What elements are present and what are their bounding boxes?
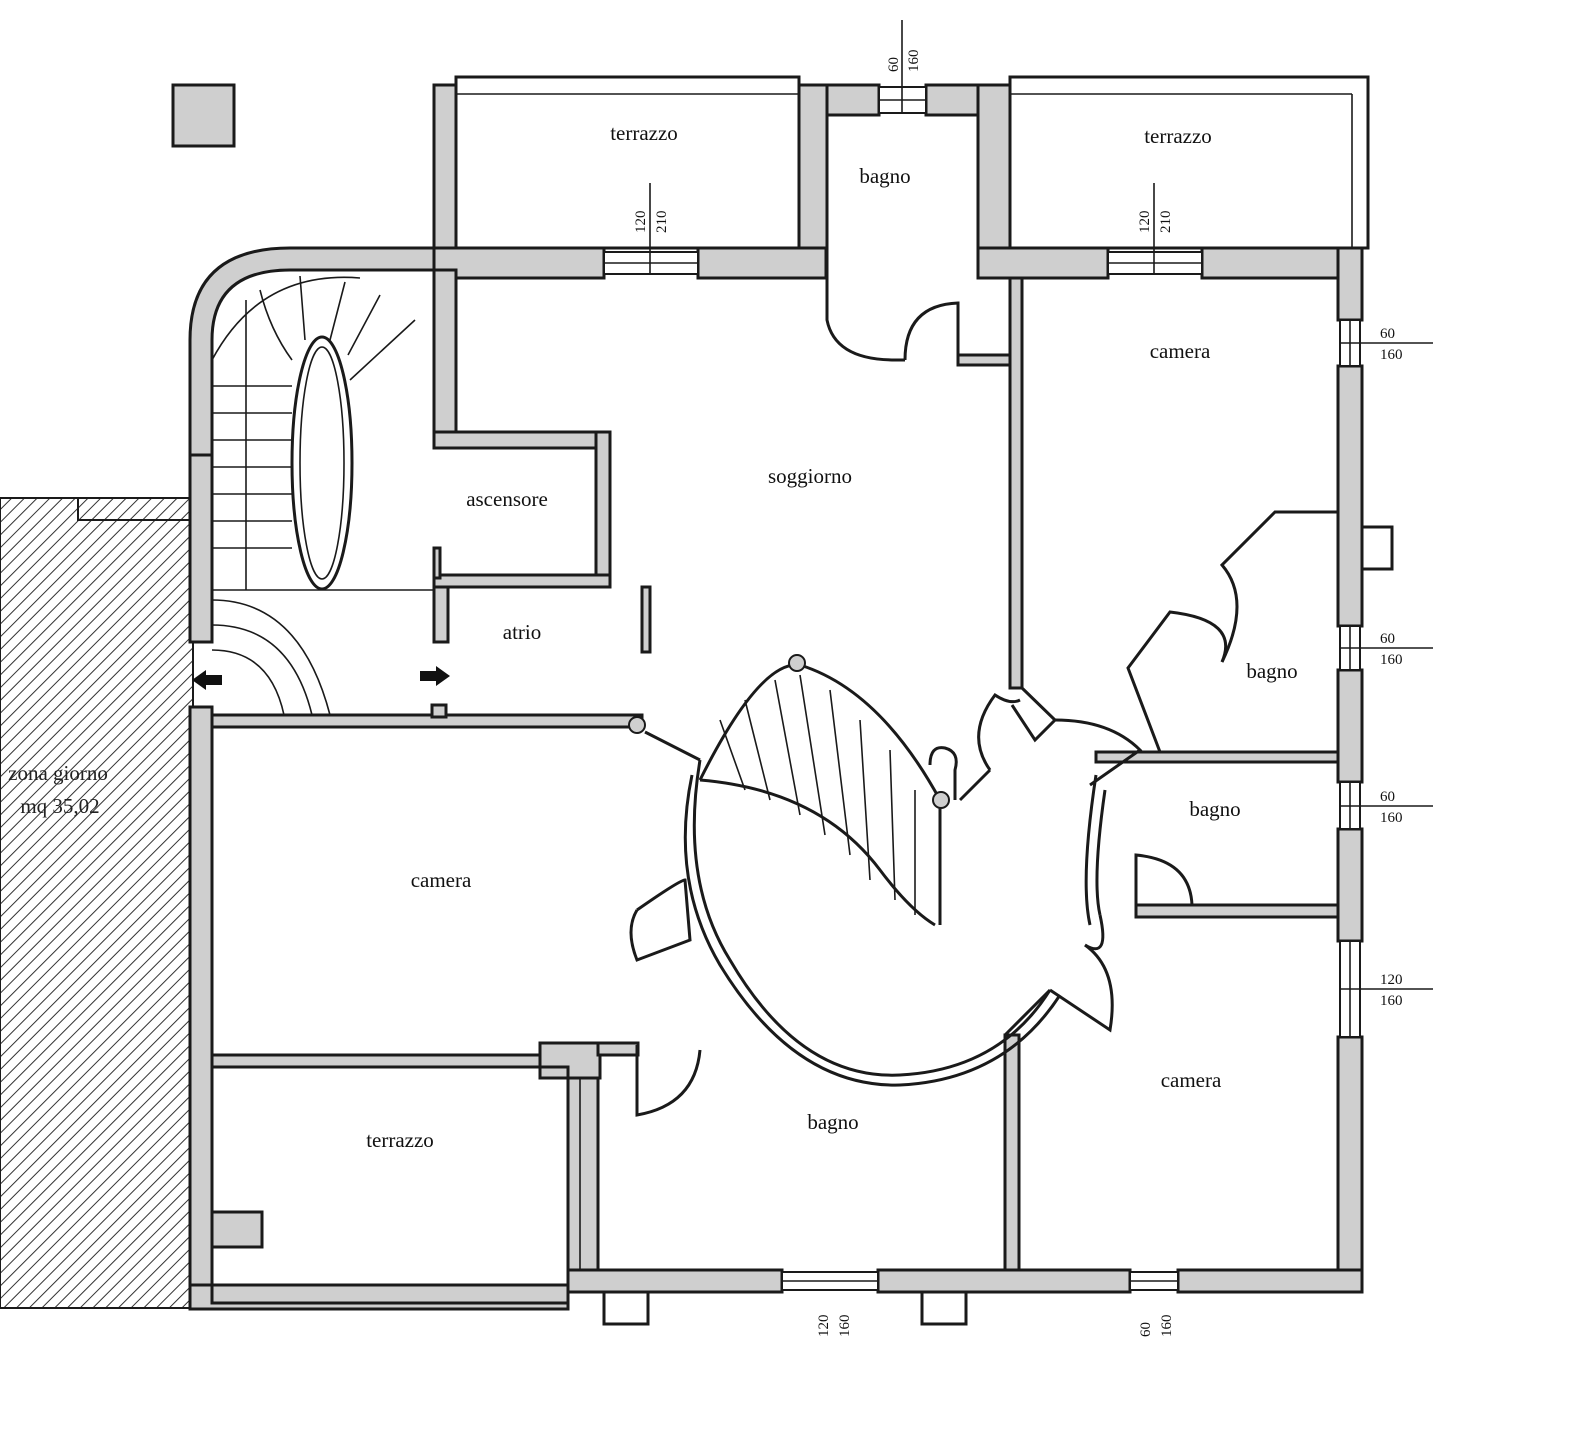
dim-right-window-1-b: 160 [1380,347,1403,363]
column-marker [171,83,236,148]
dim-right-window-3-b: 160 [1380,810,1403,826]
room-label-atrio: atrio [503,620,541,644]
zona-giorno-area [0,497,194,1309]
room-label-terrazzo-top-right: terrazzo [1144,124,1212,148]
dim-right-window-4-a: 120 [1380,972,1403,988]
dim-bottom-window-1-a: 120 [816,1315,832,1338]
dim-bottom-window-2-b: 160 [1159,1315,1175,1338]
room-label-soggiorno: soggiorno [768,464,852,488]
central-staircase [628,654,1107,1087]
room-label-camera-bottom-right: camera [1161,1068,1222,1092]
zone-area: mq 35,02 [20,794,99,818]
room-label-bagno-top: bagno [859,164,910,188]
room-label-ascensore: ascensore [466,487,548,511]
zone-name: zona giorno [8,761,108,785]
terrace-outlines [210,75,1370,1305]
room-label-bagno-right-middle: bagno [1189,797,1240,821]
walls [188,83,1364,1311]
dim-terrazzo-right-a: 120 [1137,211,1153,234]
room-label-terrazzo-bottom-left: terrazzo [366,1128,434,1152]
dim-right-window-2-b: 160 [1380,652,1403,668]
dim-terrazzo-left-a: 120 [633,211,649,234]
dim-right-window-2-a: 60 [1380,631,1395,647]
dimension-lines [649,20,1433,990]
doors [629,250,1338,1117]
dim-top-window-b: 160 [906,50,922,73]
room-label-camera-left: camera [411,868,472,892]
room-label-terrazzo-top-left: terrazzo [610,121,678,145]
spiral-staircase [188,246,450,716]
dim-terrazzo-right-b: 210 [1158,211,1174,234]
room-label-bagno-bottom: bagno [807,1110,858,1134]
dim-right-window-3-a: 60 [1380,789,1395,805]
room-label-bagno-right-upper: bagno [1246,659,1297,683]
dim-right-window-1-a: 60 [1380,326,1395,342]
dim-top-window-a: 60 [886,57,902,72]
dim-bottom-window-2-a: 60 [1138,1322,1154,1337]
dim-terrazzo-left-b: 210 [654,211,670,234]
room-label-camera-top-right: camera [1150,339,1211,363]
dim-bottom-window-1-b: 160 [837,1315,853,1338]
dim-right-window-4-b: 160 [1380,993,1403,1009]
